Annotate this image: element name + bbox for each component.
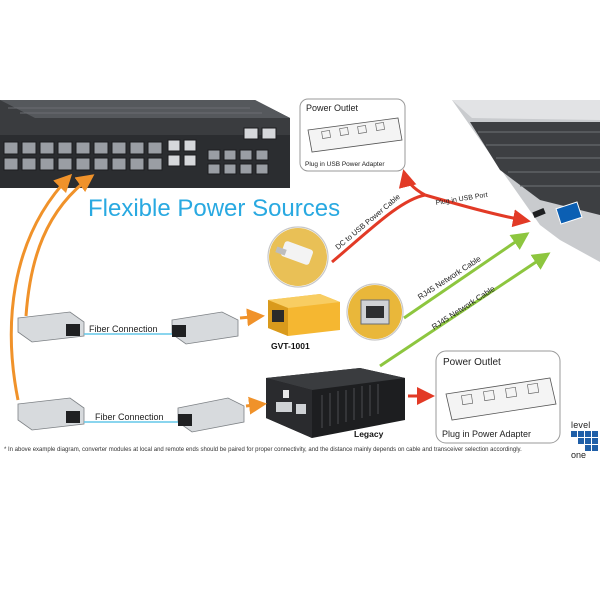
orange-arrow-legacy	[245, 396, 267, 415]
sfp-module-left-bottom	[17, 397, 85, 431]
rj45-cable-label-a: RJ45 Network Cable	[416, 254, 483, 302]
rj45-port-photo	[346, 283, 404, 341]
dc-plug-photo	[267, 226, 329, 288]
orange-arrow-switch-2	[24, 174, 95, 317]
power-outlet-top: Power Outlet Plug in USB Power Adapter	[299, 98, 406, 172]
legacy-label: Legacy	[354, 429, 384, 439]
headline: Flexible Power Sources	[88, 195, 340, 222]
power-outlet-top-caption: Plug in USB Power Adapter	[305, 161, 385, 168]
legacy-device	[266, 368, 405, 438]
fiber-connection-label-bottom: Fiber Connection	[95, 412, 164, 422]
usb-port	[532, 207, 546, 219]
power-outlet-bottom-caption: Plug in Power Adapter	[442, 429, 531, 439]
orange-arrow-gvt	[239, 308, 265, 327]
green-arrow-rj45-a	[403, 232, 530, 320]
fiber-connection-label-top: Fiber Connection	[89, 324, 158, 334]
rj45-cable-label-b: RJ45 Network Cable	[430, 284, 497, 332]
footnote: * In above example diagram, converter mo…	[4, 447, 522, 453]
red-arrow-dc-usb	[331, 193, 426, 264]
levelone-logo: level one	[571, 421, 598, 460]
orange-arrow-switch-1	[9, 173, 73, 401]
network-switch	[0, 100, 290, 188]
red-arrow-outlet	[398, 169, 426, 197]
dc-usb-cable-label: DC to USB Power Cable	[334, 192, 402, 251]
gvt-1001-device	[268, 294, 340, 336]
sfp-module-right-top	[171, 311, 239, 345]
logo-text-top: level	[571, 420, 591, 430]
power-strip-top-icon	[307, 117, 403, 153]
intel-sticker	[555, 201, 583, 225]
red-arrow-usb-port	[424, 193, 531, 228]
laptop	[452, 100, 600, 262]
power-outlet-bottom: Power Outlet Plug in Power Adapter	[435, 350, 561, 444]
sfp-module-right-bottom	[177, 397, 245, 433]
power-strip-bottom-icon	[445, 377, 557, 421]
power-outlet-top-title: Power Outlet	[306, 103, 359, 113]
green-arrow-rj45-b	[379, 252, 551, 368]
gvt-1001-label: GVT-1001	[271, 341, 310, 351]
sfp-module-left-top	[17, 311, 85, 343]
logo-text-bottom: one	[571, 450, 587, 460]
power-outlet-bottom-title: Power Outlet	[443, 357, 501, 368]
logo-mark-icon	[571, 431, 598, 451]
